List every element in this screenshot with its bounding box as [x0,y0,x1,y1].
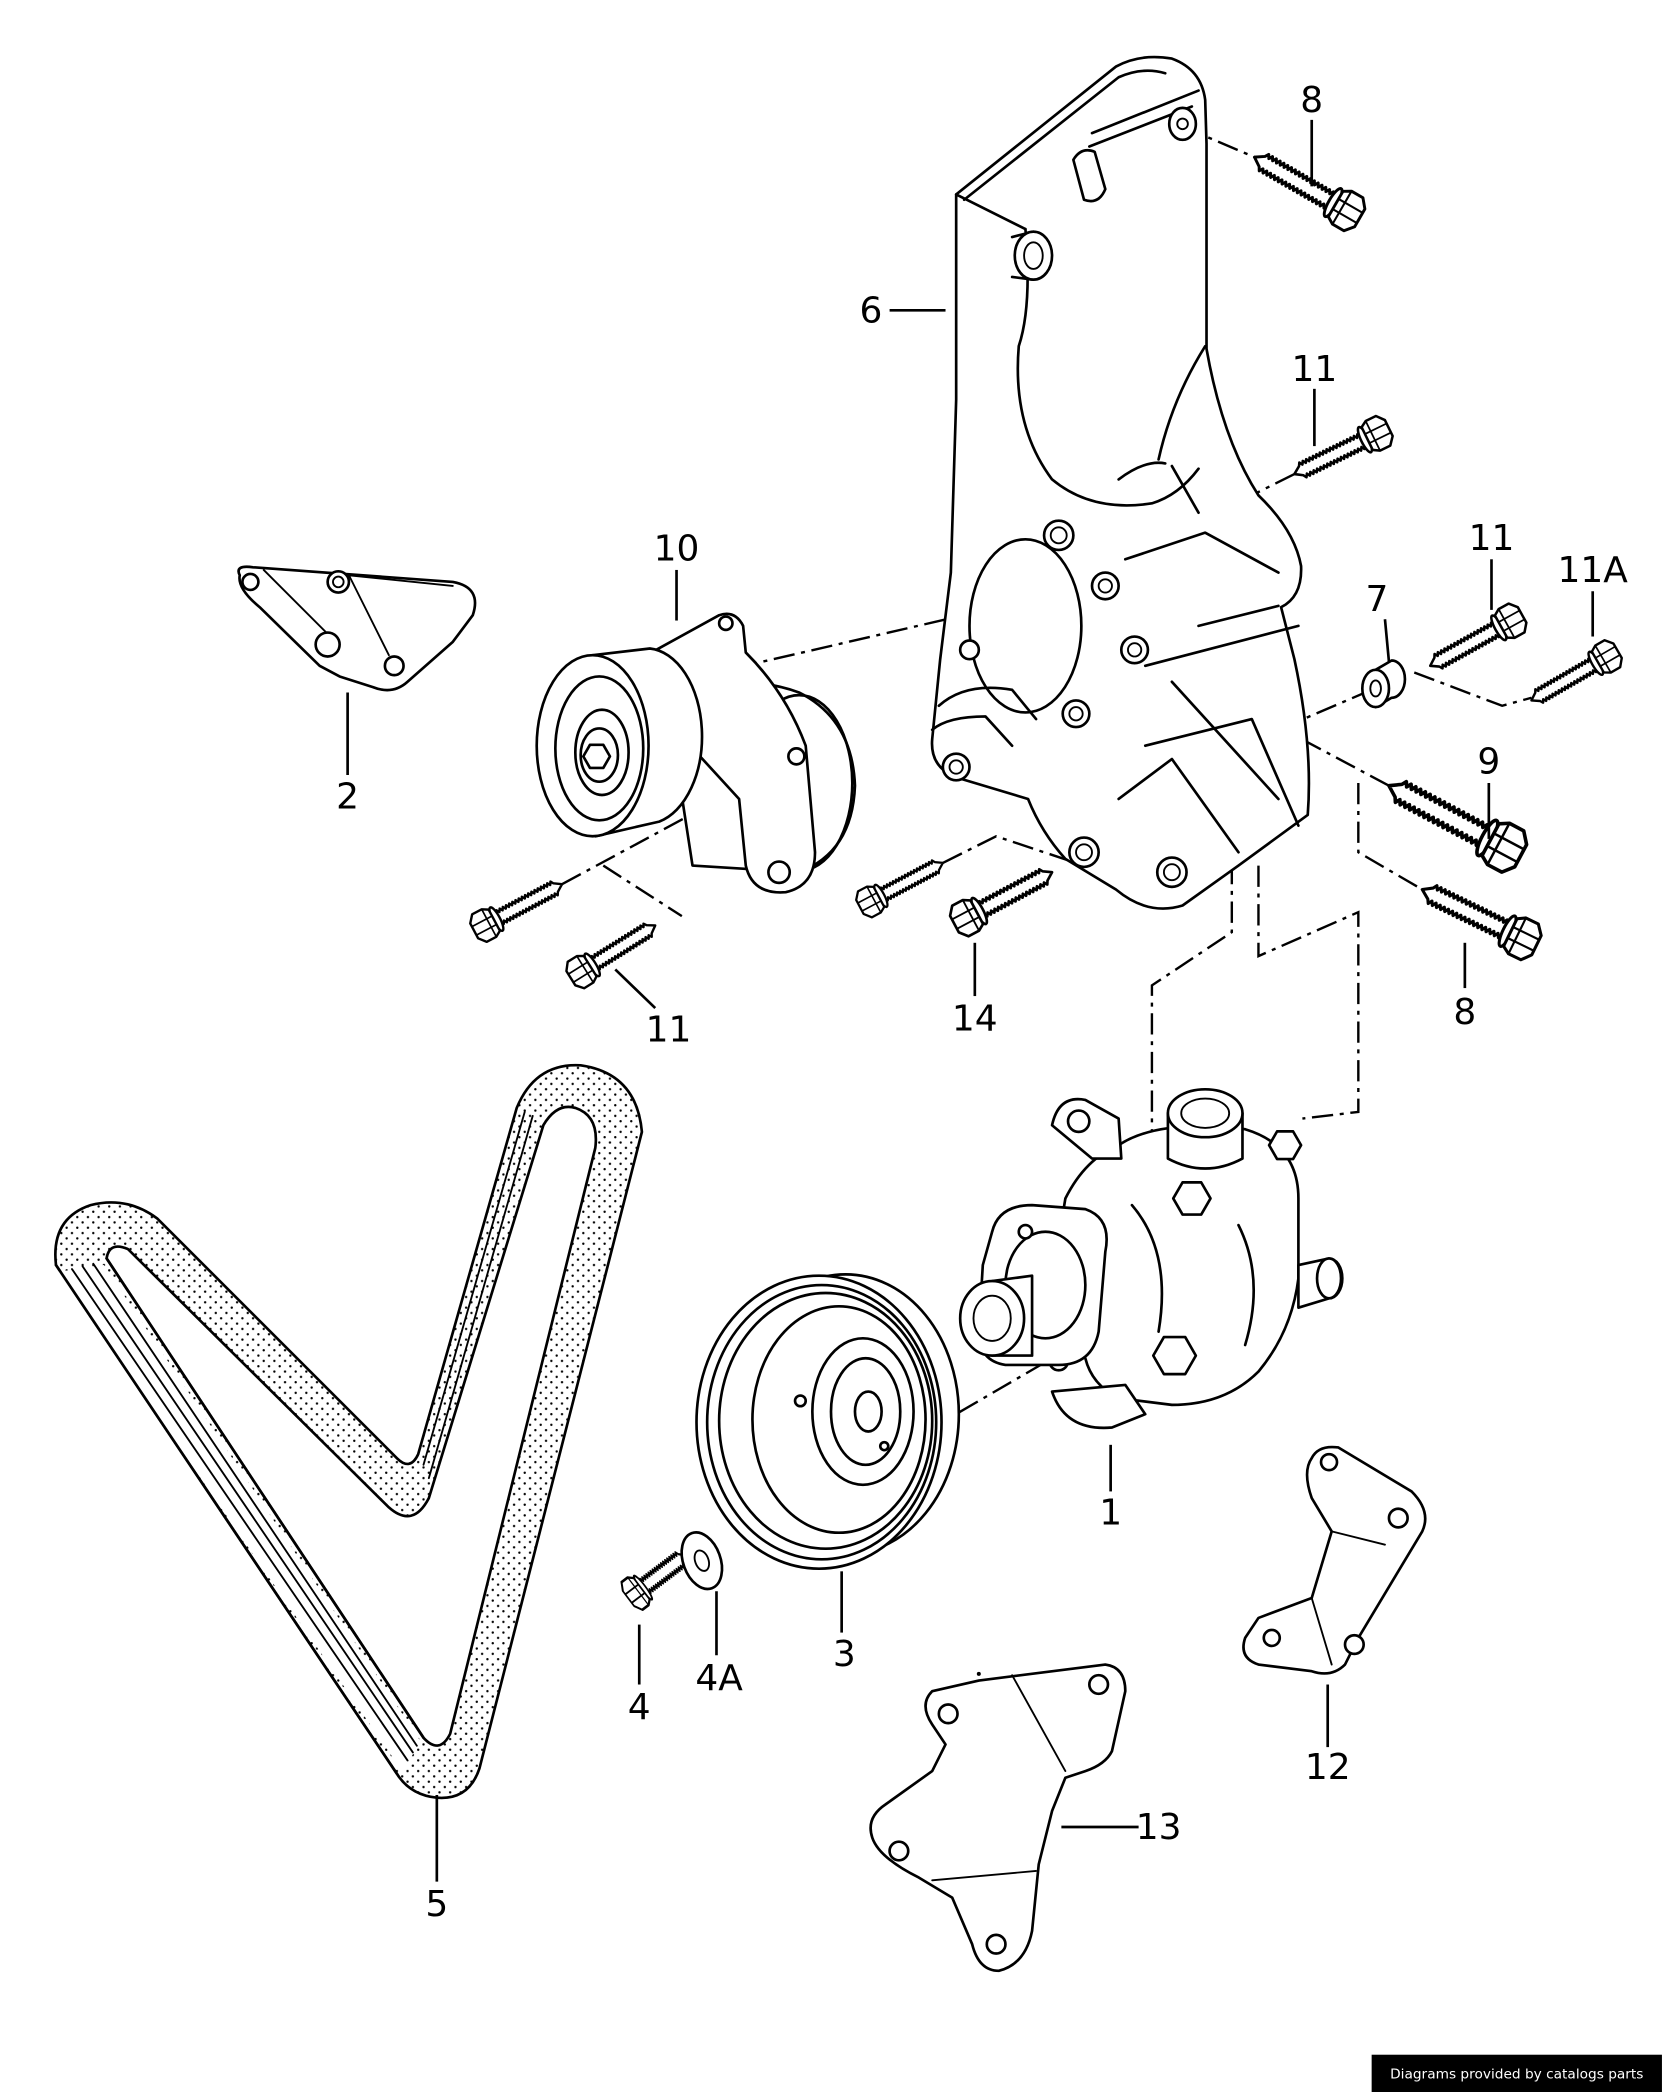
callout-label[interactable]: 1 [1099,1493,1122,1534]
bolt-drawing [465,869,571,946]
callout-label[interactable]: 4A [695,1658,743,1699]
power-steering-pump-drawing [958,1087,1344,1430]
callout-label[interactable]: 13 [1136,1807,1182,1848]
bolt-drawing [1411,870,1547,965]
callout-label[interactable]: 7 [1366,579,1389,620]
leader-lines [346,119,1595,1882]
callout-label[interactable]: 6 [860,290,883,331]
spacer-drawing [1360,659,1407,709]
callout-label[interactable]: 8 [1453,992,1476,1033]
mounting-bracket-drawing [930,55,1311,910]
footer-credit-badge: Diagrams provided by catalogs parts [1371,2054,1662,2092]
callout-label[interactable]: 10 [654,529,700,570]
bolt-drawing [1285,411,1398,491]
assembly-line [1413,671,1532,708]
callout-label[interactable]: 5 [425,1884,448,1925]
callout-label[interactable]: 14 [952,999,998,1040]
callout-label[interactable]: 4 [628,1687,651,1728]
tensioner-drawing [535,612,857,894]
bolt-drawing [1243,139,1371,236]
bolt-drawing [851,848,951,922]
assembly-line [1150,862,1234,1172]
callout-label[interactable]: 11 [1292,349,1338,390]
bolt-drawing [561,911,665,993]
ribbed-belt-drawing [54,1063,644,1800]
callout-label[interactable]: 12 [1305,1747,1351,1788]
assembly-line [1357,783,1423,891]
assembly-line [942,834,1077,865]
bracket-plate-drawing [1242,1445,1427,1675]
leader-line [1383,619,1391,662]
bolt-drawing [945,855,1062,941]
callout-label[interactable]: 8 [1300,80,1323,121]
footer-credit-text: Diagrams provided by catalogs parts [1390,2067,1643,2083]
bolt-drawing [1376,763,1534,879]
callout-label[interactable]: 3 [833,1634,856,1675]
callout-label[interactable]: 11A [1558,550,1629,591]
callout-label[interactable]: 9 [1477,742,1500,783]
bolt-drawing [1420,599,1532,682]
bracket-plate-drawing [869,1663,1127,1973]
bracket-plate-drawing [237,565,477,692]
callout-label[interactable]: 11 [1469,518,1515,559]
bolt-drawing [1522,636,1627,716]
callout-labels: 8 6 11 10 2 11 11A 7 9 14 11 8 1 3 4 4A … [336,80,1628,1925]
washer-drawing [680,1531,724,1591]
pulley-drawing [695,1273,961,1570]
assembly-line [1257,865,1360,1120]
leader-line [614,968,657,1010]
assembly-line [602,864,683,918]
callout-label[interactable]: 2 [336,776,359,817]
callout-label[interactable]: 11 [646,1009,692,1050]
